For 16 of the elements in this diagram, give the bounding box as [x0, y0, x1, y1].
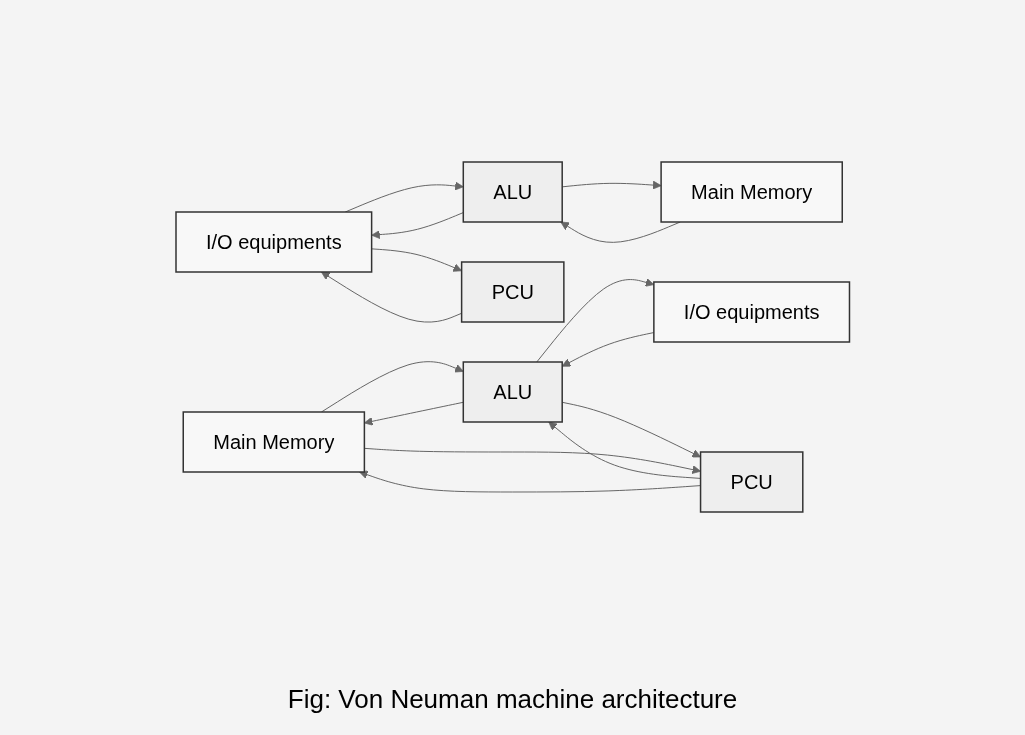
arrow	[536, 278, 654, 363]
node-box: PCU	[460, 261, 565, 323]
arrow	[358, 470, 701, 493]
node-box: Main Memory	[182, 411, 365, 473]
node-box: I/O equipments	[652, 281, 850, 343]
arrow	[561, 401, 701, 458]
node-box: ALU	[462, 361, 563, 423]
arrow	[320, 361, 464, 413]
arrow	[320, 271, 462, 323]
figure-caption: Fig: Von Neuman machine architecture	[287, 684, 738, 715]
node-box: Main Memory	[660, 161, 843, 223]
node-box: ALU	[462, 161, 563, 223]
arrow	[344, 181, 464, 213]
arrow	[548, 421, 701, 479]
node-box: I/O equipments	[175, 211, 373, 273]
node-box: PCU	[699, 451, 804, 513]
